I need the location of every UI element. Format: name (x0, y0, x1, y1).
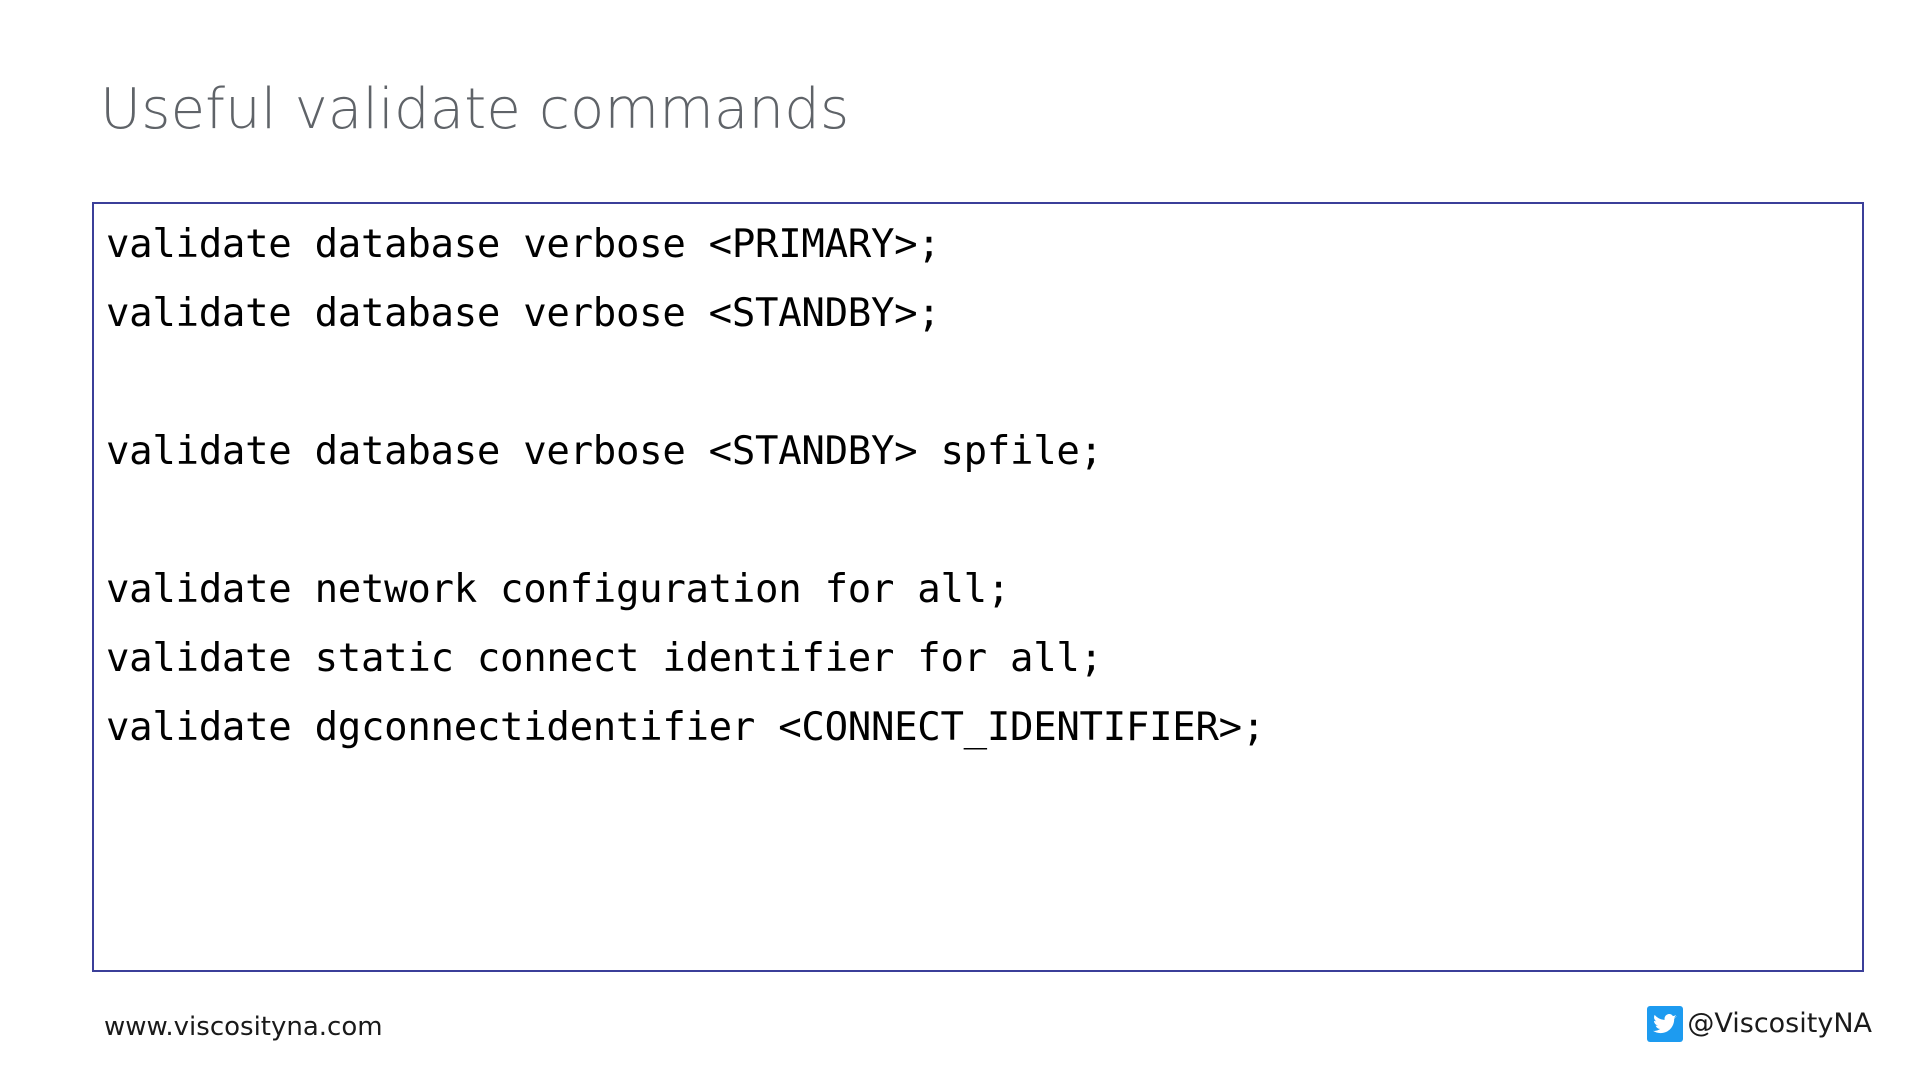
footer-social: @ViscosityNA (1647, 1006, 1872, 1042)
footer-website: www.viscosityna.com (104, 1012, 383, 1042)
twitter-icon (1647, 1006, 1684, 1042)
code-line-blank (106, 348, 1854, 417)
code-line: validate database verbose <STANDBY> spfi… (106, 429, 1103, 474)
code-lines: validate database verbose <PRIMARY>; val… (106, 210, 1854, 762)
code-line: validate static connect identifier for a… (106, 636, 1103, 681)
code-line: validate network configuration for all; (106, 567, 1011, 612)
code-line: validate database verbose <STANDBY>; (106, 291, 941, 336)
code-line-blank (106, 486, 1854, 555)
code-line: validate dgconnectidentifier <CONNECT_ID… (106, 705, 1265, 750)
footer-social-handle: @ViscosityNA (1687, 1008, 1872, 1039)
code-line: validate database verbose <PRIMARY>; (106, 222, 941, 267)
code-block-container: validate database verbose <PRIMARY>; val… (92, 202, 1864, 972)
page-title: Useful validate commands (100, 77, 850, 142)
